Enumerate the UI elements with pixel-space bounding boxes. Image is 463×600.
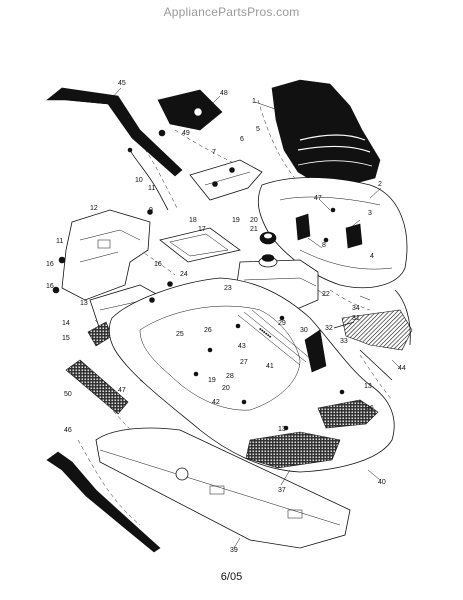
callout-27: 27: [240, 359, 248, 366]
callout-24: 24: [180, 271, 188, 278]
shift-lever: [304, 321, 355, 373]
seat-bracket: [189, 159, 263, 201]
callout-47b: 47: [118, 387, 126, 394]
callout-15: 15: [62, 335, 70, 342]
callout-43: 43: [238, 343, 246, 350]
callout-26: 26: [204, 327, 212, 334]
callout-22: 22: [322, 291, 330, 298]
rear-skirt: [341, 289, 413, 381]
watermark-text: AppliancePartsPros.com: [163, 5, 300, 19]
callout-11: 11: [148, 185, 155, 192]
foot-rest: [65, 359, 129, 415]
callout-11b: 11: [56, 238, 63, 245]
callout-20b: 20: [222, 385, 230, 392]
callout-19: 19: [232, 217, 240, 224]
callout-labels: 45 48 1 5 49 6 7 10 11 2 47 3 12 9 18 19…: [46, 80, 406, 554]
trim-strip-lower: [46, 451, 161, 553]
lift-rod: [127, 147, 169, 211]
bracket-plate: [157, 89, 223, 137]
callout-9: 9: [149, 207, 153, 214]
page-number: 6/05: [220, 571, 243, 583]
callout-47: 47: [314, 195, 322, 202]
callout-29: 29: [278, 320, 286, 327]
callout-33: 33: [340, 338, 348, 345]
callout-16: 16: [46, 261, 54, 268]
callout-10: 10: [135, 177, 143, 184]
callout-13b: 13: [364, 383, 372, 390]
callout-4: 4: [370, 253, 374, 260]
callout-45: 45: [118, 80, 126, 87]
callout-19b: 19: [208, 377, 216, 384]
callout-41: 41: [266, 363, 274, 370]
callout-20: 20: [250, 217, 258, 224]
callout-12: 12: [90, 205, 98, 212]
callout-2: 2: [378, 181, 382, 188]
callout-42: 42: [212, 399, 220, 406]
callout-5: 5: [256, 126, 260, 133]
floor-mat: [245, 399, 379, 469]
callout-13c: 13: [278, 426, 286, 433]
callout-40: 40: [378, 479, 386, 486]
callout-3: 3: [368, 210, 372, 217]
callout-32: 32: [325, 325, 333, 332]
trim-strip-upper: [46, 87, 183, 177]
callout-49: 49: [182, 130, 190, 137]
access-plate: [159, 227, 241, 263]
hardware-fasteners: [147, 207, 345, 431]
callout-36: 36: [366, 405, 374, 412]
callout-46: 46: [64, 427, 72, 434]
callout-16c: 16: [46, 283, 54, 290]
callout-31: 31: [352, 315, 360, 322]
callout-6: 6: [240, 136, 244, 143]
floor-pan: [95, 427, 351, 549]
callout-39: 39: [230, 547, 238, 554]
callout-28: 28: [226, 373, 234, 380]
fuel-cap: [259, 231, 277, 245]
callout-48: 48: [220, 90, 228, 97]
body-deck: ▪▪▪▪▪▪: [108, 277, 395, 473]
callout-14: 14: [62, 320, 70, 327]
callout-16b: 16: [154, 261, 162, 268]
callout-37: 37: [278, 487, 286, 494]
callout-25: 25: [176, 331, 184, 338]
callout-21: 21: [250, 226, 258, 233]
callout-17: 17: [198, 226, 206, 233]
callout-1: 1: [252, 98, 256, 105]
callout-7: 7: [212, 149, 216, 156]
callout-leaders: [109, 87, 401, 549]
callout-13: 13: [80, 300, 88, 307]
callout-44: 44: [398, 365, 406, 372]
callout-23: 23: [224, 285, 232, 292]
seat: [271, 79, 381, 187]
callout-8: 8: [322, 242, 326, 249]
callout-30: 30: [300, 327, 308, 334]
callout-50: 50: [64, 391, 72, 398]
callout-18: 18: [189, 217, 197, 224]
side-bracket: [52, 209, 151, 301]
callout-34: 34: [352, 305, 360, 312]
